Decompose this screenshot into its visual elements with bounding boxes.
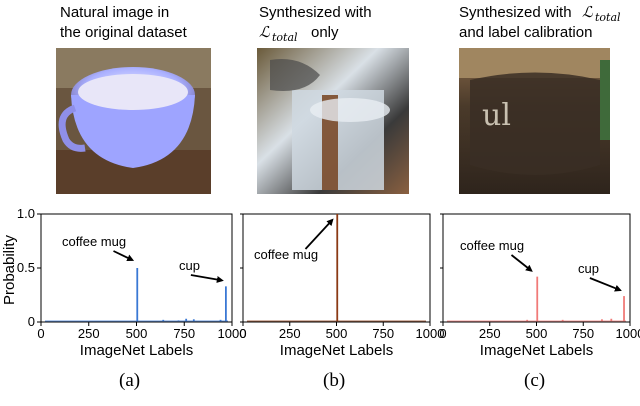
annotation-label: coffee mug	[460, 238, 524, 253]
x-tick-label: 500	[126, 326, 148, 341]
caption-b-sub: total	[272, 31, 298, 44]
panel-letter-a: (a)	[119, 370, 140, 391]
caption-c-line2: and label calibration	[459, 24, 592, 41]
panel-letter-c: (c)	[524, 370, 545, 391]
caption-b-line1: Synthesized with	[259, 4, 372, 21]
x-tick-label: 250	[279, 326, 301, 341]
x-tick-label: 0	[239, 326, 246, 341]
annotation-arrow	[304, 218, 334, 250]
x-tick-label: 750	[173, 326, 195, 341]
x-tick-label: 1000	[218, 326, 247, 341]
annotation-arrow	[589, 277, 622, 292]
x-axis-label: ImageNet Labels	[80, 342, 193, 359]
annotation-label: cup	[179, 258, 200, 273]
photo-a	[56, 48, 211, 194]
caption-b: Synthesized with ℒ total only	[259, 4, 372, 44]
caption-a: Natural image in the original dataset	[60, 4, 188, 41]
x-axis-label: ImageNet Labels	[280, 342, 393, 359]
mug-body	[71, 95, 195, 168]
x-tick-label: 1000	[416, 326, 445, 341]
annotation-arrow	[510, 254, 533, 272]
annotation-arrow	[190, 274, 224, 283]
y-axis-label: Probability	[1, 234, 18, 305]
caption-c-sub: total	[595, 11, 621, 24]
panel-letter-b: (b)	[323, 370, 345, 391]
mug-emboss-icon: ul	[482, 98, 511, 133]
x-tick-label: 500	[526, 326, 548, 341]
y-tick-label: 0.5	[17, 260, 35, 275]
x-tick-label: 0	[37, 326, 44, 341]
annotation-label: coffee mug	[254, 247, 318, 262]
caption-a-line2: the original dataset	[60, 24, 188, 41]
annotation-label: cup	[578, 261, 599, 276]
x-tick-label: 750	[572, 326, 594, 341]
x-tick-label: 1000	[616, 326, 640, 341]
x-axis-label: ImageNet Labels	[480, 342, 593, 359]
photo-c: ul	[459, 48, 610, 194]
caption-a-line1: Natural image in	[60, 4, 169, 21]
annotation-arrow	[113, 250, 135, 261]
caption-c-math: ℒ	[582, 3, 594, 21]
y-tick-label: 1.0	[17, 206, 35, 221]
caption-b-math: ℒ	[259, 23, 271, 41]
x-tick-label: 250	[78, 326, 100, 341]
y-tick-label: 0	[28, 314, 35, 329]
annotation-label: coffee mug	[62, 234, 126, 249]
x-tick-label: 250	[479, 326, 501, 341]
x-tick-label: 750	[372, 326, 394, 341]
x-tick-label: 500	[326, 326, 348, 341]
caption-b-line2: only	[311, 24, 339, 41]
caption-c-line1: Synthesized with	[459, 4, 572, 21]
photo-b	[257, 48, 409, 194]
caption-c: Synthesized with ℒ total and label calib…	[459, 3, 621, 41]
x-tick-label: 0	[439, 326, 446, 341]
